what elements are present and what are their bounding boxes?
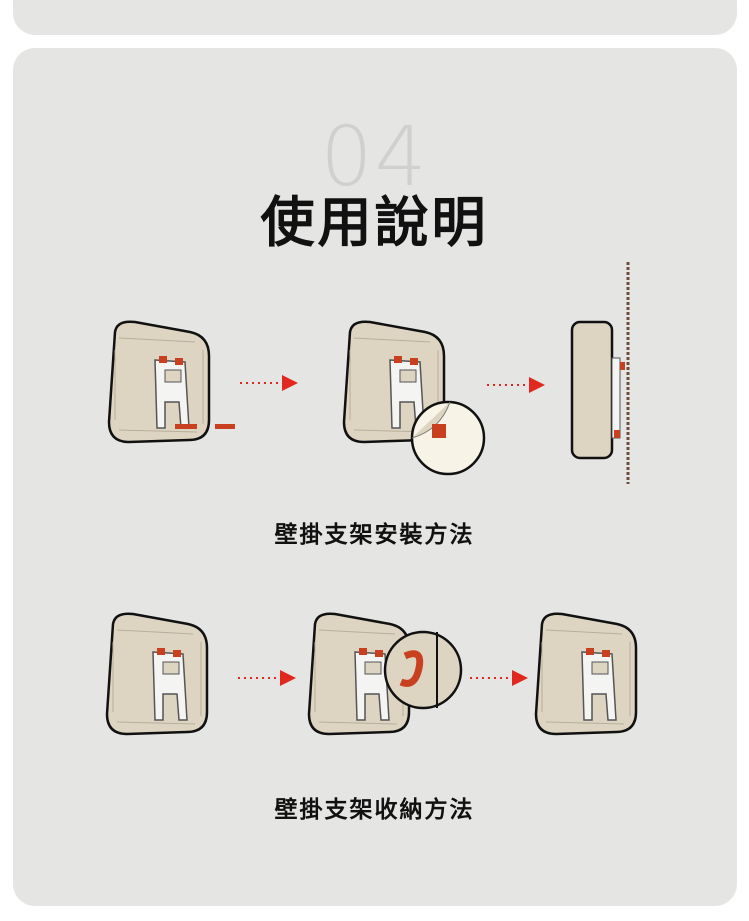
arrow-right-icon bbox=[240, 374, 299, 392]
step-illustration-bracket-open bbox=[105, 612, 209, 736]
arrow-right-icon bbox=[238, 669, 297, 687]
section-number: 04 bbox=[320, 110, 429, 205]
step-illustration-screw-detail bbox=[342, 320, 486, 476]
previous-section-card bbox=[13, 0, 737, 35]
arrow-right-icon bbox=[470, 669, 529, 687]
step-illustration-wall-mounted bbox=[570, 262, 630, 484]
step-illustration-fold-detail bbox=[307, 612, 463, 736]
usage-instructions-card bbox=[13, 48, 737, 906]
step-illustration-attach-bracket bbox=[107, 320, 235, 444]
step-illustration-bracket-stored bbox=[534, 612, 638, 736]
arrow-right-icon bbox=[487, 376, 546, 394]
step-caption-mounting: 壁掛支架安裝方法 bbox=[274, 522, 475, 548]
page-title: 使用說明 bbox=[260, 191, 489, 254]
step-caption-storage: 壁掛支架收納方法 bbox=[274, 797, 475, 823]
